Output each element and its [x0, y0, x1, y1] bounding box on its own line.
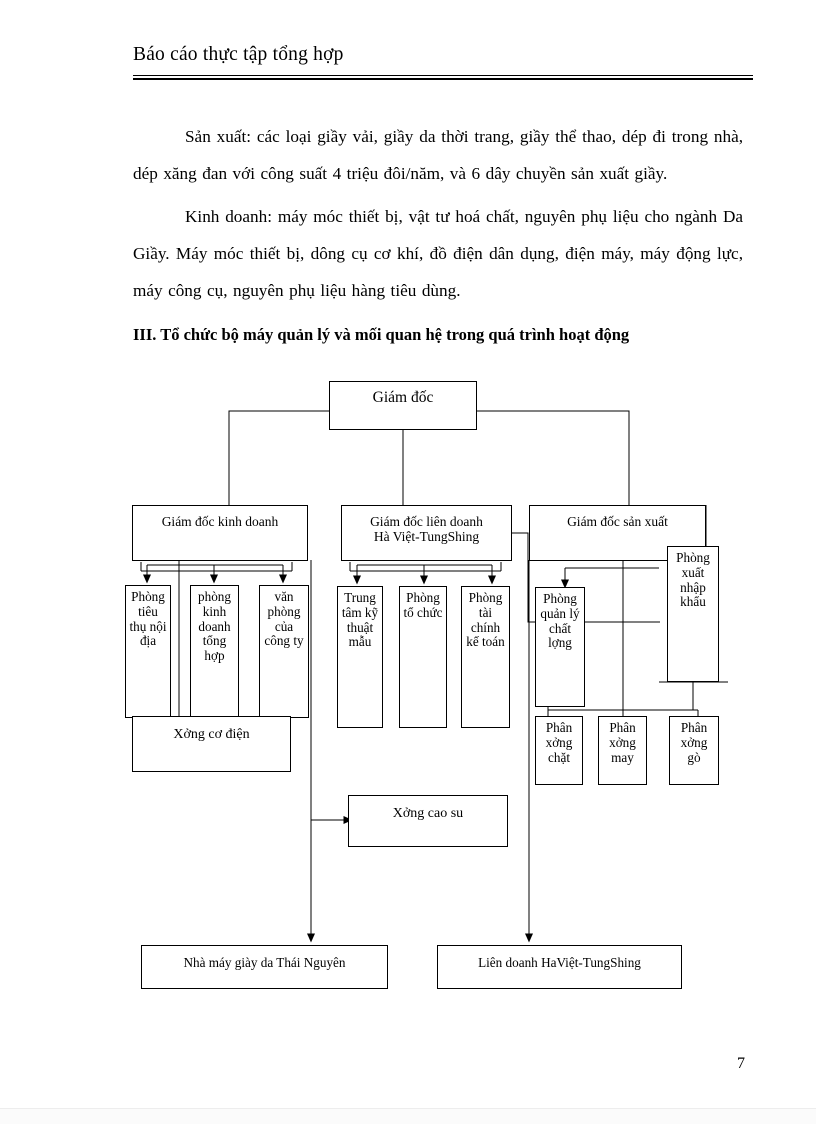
node-label: Phân xởng may — [609, 720, 636, 765]
node-label: Phòng xuất nhập khẩu — [676, 550, 710, 610]
header-rule-thin — [133, 75, 753, 76]
paragraph-production: Sản xuất: các loại giầy vải, giầy da thờ… — [133, 127, 743, 183]
node-director: Giám đốc — [329, 381, 477, 430]
section-heading-iii: III. Tổ chức bộ máy quản lý và mối quan … — [133, 325, 630, 344]
footer-strip — [0, 1108, 816, 1124]
node-label: Phân xởng gò — [680, 720, 708, 765]
node-phong-xuat-nhap: Phòng xuất nhập khẩu — [667, 546, 719, 682]
node-label: văn phòng của công ty — [264, 589, 304, 649]
node-gd-kinh-doanh: Giám đốc kinh doanh — [132, 505, 308, 561]
node-label: Phòng quản lý chất lợng — [540, 591, 580, 651]
node-label: Xởng cơ điện — [173, 727, 250, 742]
node-trung-tam-ky-thuat: Trung tâm kỹ thuật mẫu — [337, 586, 383, 728]
header-rule-thick — [133, 77, 753, 80]
node-phong-tieu-thu: Phòng tiêu thụ nội địa — [125, 585, 171, 718]
node-nha-may-thai-nguyen: Nhà máy giày da Thái Nguyên — [141, 945, 388, 989]
node-label: Giám đốc liên doanh Hà Việt-TungShing — [370, 514, 483, 545]
node-lien-doanh-havietungshing: Liên doanh HaViệt-TungShing — [437, 945, 682, 989]
node-xuong-co-dien: Xởng cơ điện — [132, 716, 291, 772]
node-label: Giám đốc kinh doanh — [161, 514, 279, 529]
node-label: Trung tâm kỹ thuật mẫu — [341, 590, 379, 650]
node-phong-to-chuc: Phòng tổ chức — [399, 586, 447, 728]
node-label: Giám đốc sản xuất — [567, 514, 668, 529]
node-label: Phòng tài chính kế toán — [466, 590, 505, 650]
node-van-phong: văn phòng của công ty — [259, 585, 309, 718]
node-gd-lien-doanh: Giám đốc liên doanh Hà Việt-TungShing — [341, 505, 512, 561]
node-label: Liên doanh HaViệt-TungShing — [478, 955, 641, 970]
node-label: Nhà máy giày da Thái Nguyên — [183, 955, 346, 970]
node-label: Phân xởng chặt — [545, 720, 573, 765]
header-title: Báo cáo thực tập tổng hợp — [133, 44, 344, 65]
node-label: Giám đốc — [372, 389, 434, 406]
node-xuong-cao-su: Xởng cao su — [348, 795, 508, 847]
node-label: Phòng tổ chức — [403, 590, 443, 620]
body-text: Sản xuất: các loại giầy vải, giầy da thờ… — [133, 118, 743, 349]
node-phan-xuong-go: Phân xởng gò — [669, 716, 719, 785]
node-label: Phòng tiêu thụ nội địa — [129, 589, 167, 649]
node-phong-kinh-doanh: phòng kinh doanh tổng hợp — [190, 585, 239, 718]
node-phan-xuong-may: Phân xởng may — [598, 716, 647, 785]
page-number: 7 — [737, 1055, 745, 1072]
paragraph-business: Kinh doanh: máy móc thiết bị, vật tư hoá… — [133, 207, 743, 300]
node-phong-quan-ly: Phòng quản lý chất lợng — [535, 587, 585, 707]
node-label: Xởng cao su — [392, 806, 464, 821]
node-phong-tai-chinh: Phòng tài chính kế toán — [461, 586, 510, 728]
page-header: Báo cáo thực tập tổng hợp — [133, 44, 753, 80]
node-label: phòng kinh doanh tổng hợp — [198, 589, 231, 664]
node-phan-xuong-chat: Phân xởng chặt — [535, 716, 583, 785]
